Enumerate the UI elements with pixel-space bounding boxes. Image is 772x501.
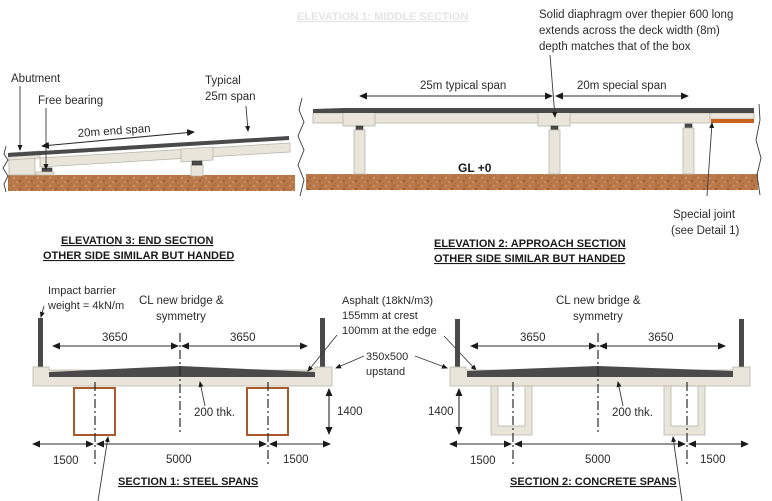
bearing [355, 125, 364, 131]
special-joint-plate [711, 119, 754, 123]
section-concrete-spans: 3650 3650 1500 5000 1500 1400 200 thk. C… [428, 295, 751, 501]
dim-half-left: 3650 [102, 332, 128, 344]
elevation-end-span: Abutment Free bearing 20m end span Typic… [2, 73, 305, 197]
dim-half-right: 3650 [230, 332, 256, 344]
bearing [684, 123, 693, 129]
ground [8, 175, 295, 191]
dim-left: 1500 [53, 455, 79, 467]
elevation3-title-1: ELEVATION 3: END SECTION [61, 235, 213, 247]
concrete-u-girder-left [490, 385, 533, 436]
dim-left: 1500 [470, 455, 496, 467]
slab-thickness: 200 thk. [612, 407, 653, 419]
upstand-note-2: upstand [366, 366, 405, 378]
asphalt-note-2: 155mm at crest [342, 310, 418, 322]
elevation3-title-2: OTHER SIDE SIMILAR BUT HANDED [43, 250, 234, 262]
label-free-bearing: Free bearing [38, 95, 103, 107]
concrete-u-girder-right [663, 385, 706, 436]
break-line [297, 97, 305, 197]
pier [548, 129, 561, 175]
label-typical-span: 25m typical span [420, 80, 506, 92]
deck-end [709, 112, 755, 120]
elevation1-title: ELEVATION 1: MIDDLE SECTION [297, 11, 468, 23]
centerline-note-1: CL new bridge & [139, 295, 224, 307]
pier [682, 127, 695, 175]
impact-barrier-right [739, 319, 744, 368]
diaphragm-note-3: depth matches that of the box [539, 41, 691, 53]
bearing [191, 160, 203, 166]
dim-half-right: 3650 [648, 332, 674, 344]
label-abutment: Abutment [11, 73, 61, 85]
elevation-middle-section: ELEVATION 1: MIDDLE SECTION 25m typical … [297, 9, 762, 237]
asphalt-surface [49, 366, 315, 377]
elevation2-title-1: ELEVATION 2: APPROACH SECTION [434, 238, 626, 250]
break-line [755, 103, 762, 196]
elevation2-title-2: OTHER SIDE SIMILAR BUT HANDED [434, 253, 625, 265]
asphalt-surface [467, 366, 733, 377]
centerline-note-2: symmetry [156, 311, 206, 323]
ground [306, 174, 758, 190]
pier [353, 129, 366, 175]
special-joint-note-2: (see Detail 1) [671, 225, 740, 237]
bearing-plinth [35, 171, 55, 176]
barrier-note-2: weight = 4kN/m [47, 300, 124, 312]
label-typical-span-1: Typical [205, 75, 241, 87]
slab-thickness: 200 thk. [194, 407, 235, 419]
dim-half-left: 3650 [520, 332, 546, 344]
upstand-note-1: 350x500 [366, 351, 408, 363]
impact-barrier-left [455, 319, 460, 368]
shared-notes: Asphalt (18kN/m3) 155mm at crest 100mm a… [307, 295, 477, 378]
barrier-note-1: Impact barrier [48, 285, 116, 297]
pier [190, 164, 204, 177]
deck-diaphragm-left [342, 111, 376, 127]
dim-depth: 1400 [337, 406, 363, 418]
deck-asphalt [313, 108, 754, 113]
label-special-span: 20m special span [577, 80, 667, 92]
section-steel-spans: 3650 3650 1500 5000 1500 1400 200 thk. I… [32, 285, 363, 501]
deck-diaphragm-mid [537, 111, 571, 127]
centerline-note-1: CL new bridge & [556, 295, 641, 307]
section1-title: SECTION 1: STEEL SPANS [118, 476, 258, 488]
asphalt-note-1: Asphalt (18kN/m3) [342, 295, 433, 307]
impact-barrier-left [38, 318, 43, 368]
diaphragm-note-1: Solid diaphragm over thepier 600 long [539, 9, 733, 21]
break-line [2, 145, 9, 193]
centerline-note-2: symmetry [573, 311, 623, 323]
dim-right: 1500 [283, 454, 309, 466]
free-bearing [41, 167, 53, 173]
label-typical-span-2: 25m span [205, 91, 256, 103]
pier-diaphragm [180, 146, 214, 163]
label-ground-level: GL +0 [458, 161, 492, 175]
dim-depth: 1400 [428, 406, 454, 418]
diaphragm-note-2: extends across the deck width (8m) [539, 25, 720, 37]
dim-middle: 5000 [166, 454, 192, 466]
section2-title: SECTION 2: CONCRETE SPANS [510, 476, 677, 488]
impact-barrier-right [320, 318, 325, 368]
dim-right: 1500 [700, 454, 726, 466]
bearing [550, 125, 559, 131]
dim-middle: 5000 [585, 454, 611, 466]
asphalt-note-3: 100mm at the edge [342, 325, 437, 337]
special-joint-note-1: Special joint [673, 209, 736, 221]
